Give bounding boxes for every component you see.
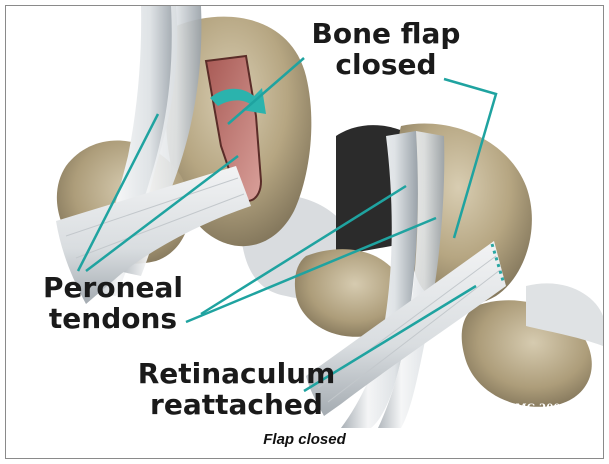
label-retinaculum: Retinaculum reattached xyxy=(134,358,339,420)
label-bone-flap: Bone flap closed xyxy=(306,18,466,80)
lower-view xyxy=(295,124,603,429)
copyright-text: ©MMG 2003 xyxy=(494,403,568,414)
figure-caption: Flap closed xyxy=(6,431,603,448)
label-peroneal-tendons: Peroneal tendons xyxy=(28,272,198,334)
figure-frame: Bone flap closed Peroneal tendons Retina… xyxy=(5,5,604,459)
